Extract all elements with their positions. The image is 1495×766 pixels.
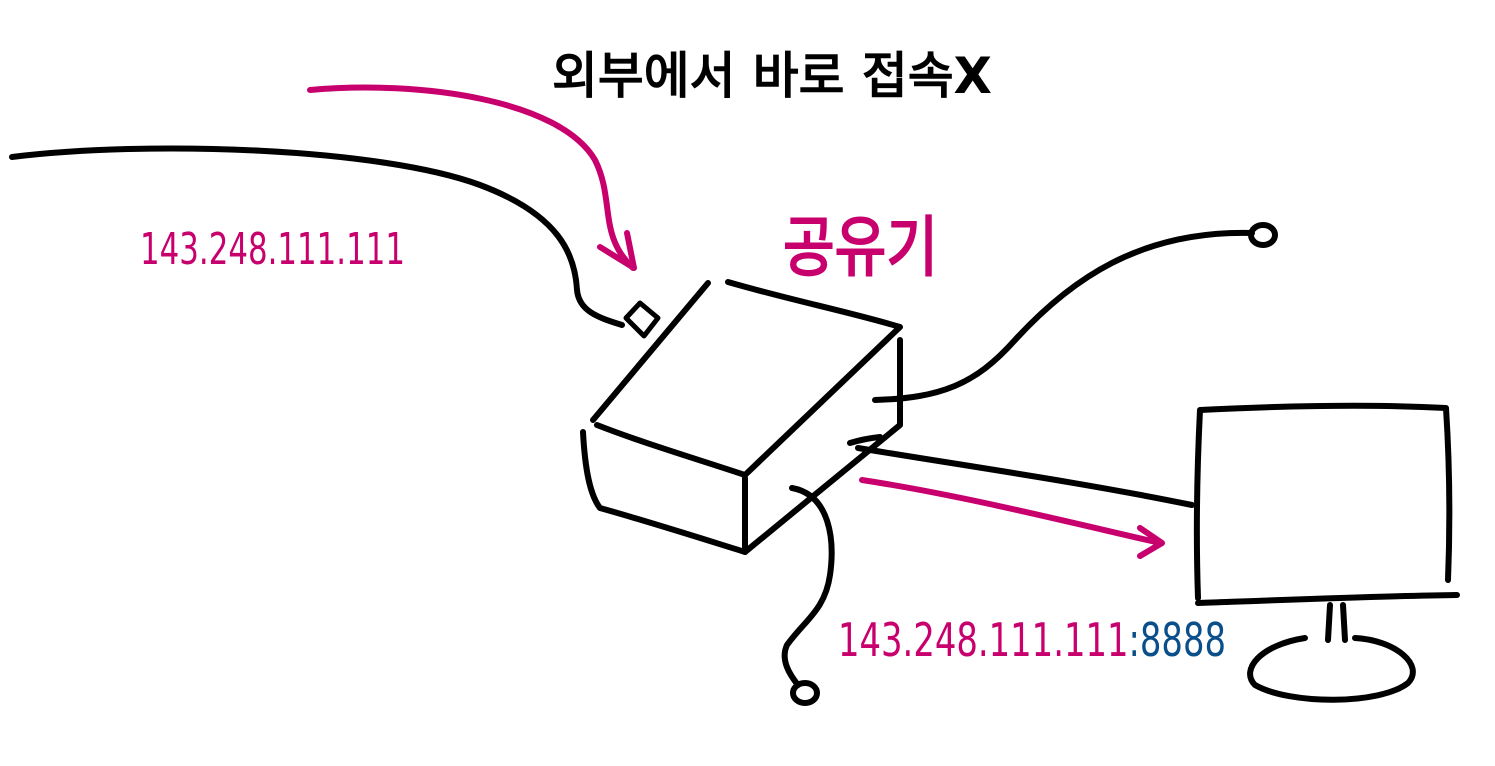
forward-address-label: 143.248.111.111:8888 [838, 613, 1226, 667]
diagram-title: 외부에서 바로 접속X [552, 47, 992, 105]
monitor-icon [1193, 402, 1460, 703]
external-cable [9, 145, 625, 328]
forward-port: 8888 [1140, 613, 1226, 667]
router-label: 공유기 [783, 209, 938, 286]
forward-arrowhead [1137, 525, 1165, 559]
forward-arrow [859, 477, 1163, 546]
blocked-access-arrowhead [597, 230, 637, 271]
forward-ip: 143.248.111.111 [838, 613, 1129, 667]
blocked-access-arrow [307, 84, 636, 271]
cable-plug [623, 300, 661, 339]
cable-end-lower [790, 680, 820, 706]
router-cable-upper [872, 229, 1255, 403]
forward-separator: : [1129, 613, 1140, 667]
monitor-cable [855, 445, 1195, 508]
router-cable-lower [781, 485, 835, 688]
cable-end-upper [1248, 222, 1278, 248]
external-ip-label: 143.248.111.111 [140, 224, 405, 275]
router-box [580, 279, 903, 555]
